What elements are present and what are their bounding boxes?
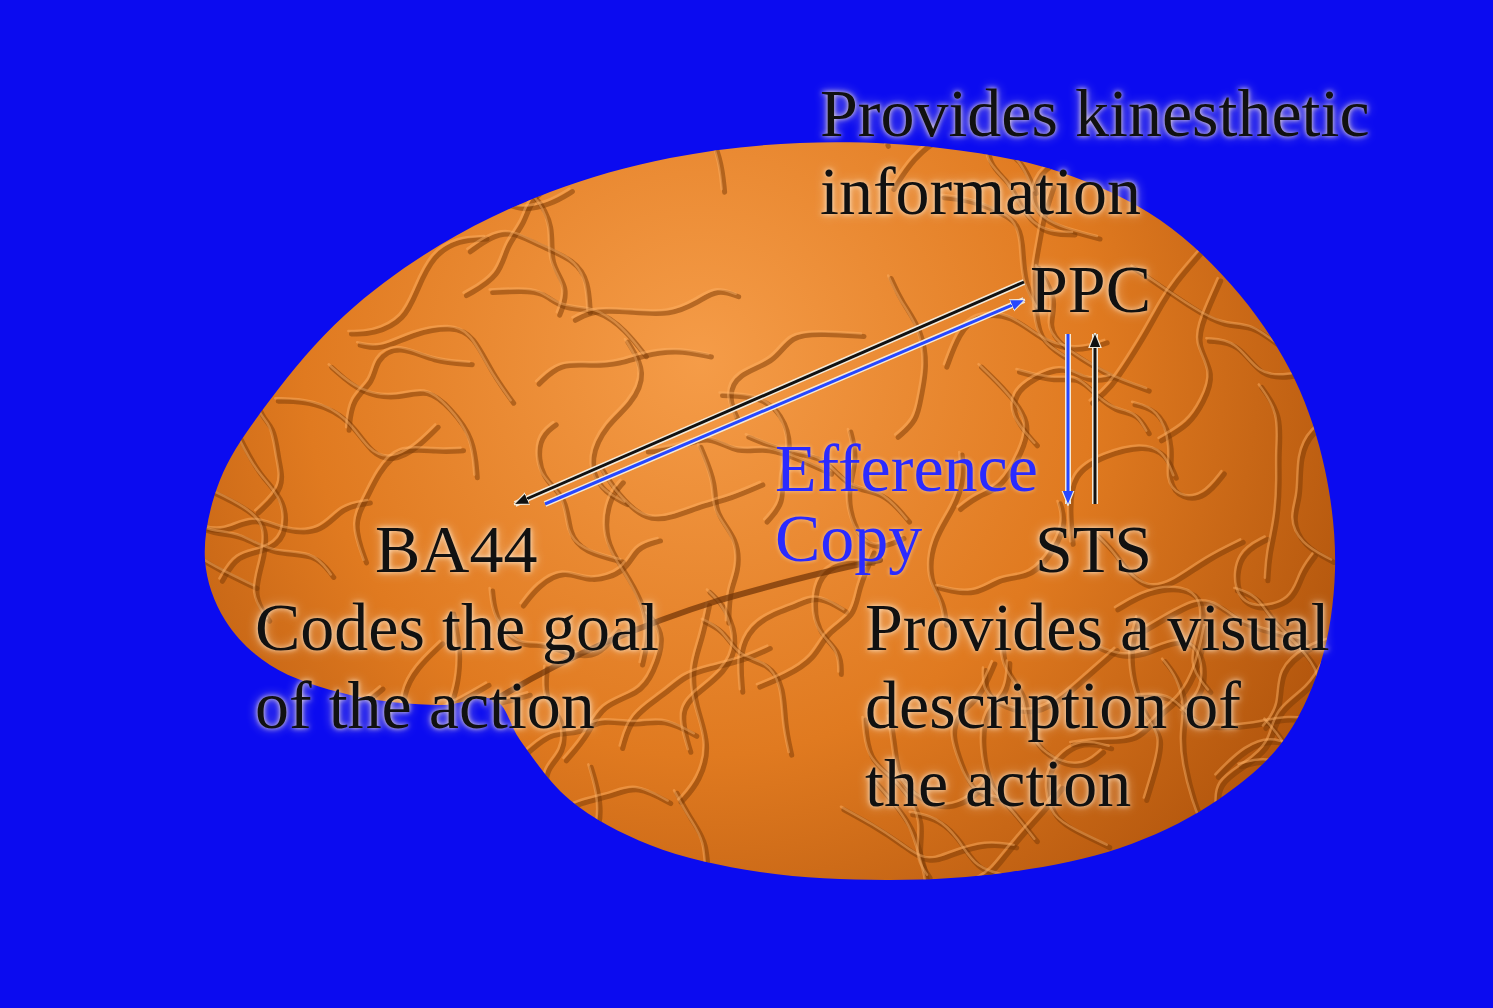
region-name: PPC <box>1030 250 1151 328</box>
region-description: Codes the goal of the action <box>255 588 695 744</box>
gyrus-highlight <box>433 82 565 171</box>
sulcus-line <box>351 239 487 334</box>
gyrus-highlight <box>1335 706 1384 859</box>
gyrus-highlight <box>1159 278 1218 438</box>
sulcus-line <box>357 122 549 164</box>
sulcus-line <box>466 161 592 296</box>
gyrus-highlight <box>336 797 463 900</box>
gyrus-highlight <box>219 437 282 579</box>
gyrus-highlight <box>357 326 511 400</box>
gyrus-highlight <box>1259 384 1277 577</box>
gyrus-highlight <box>678 603 706 800</box>
gyrus-highlight <box>1215 739 1312 852</box>
gyrus-highlight <box>1016 369 1146 431</box>
gyrus-highlight <box>1264 719 1324 872</box>
sulcus-line <box>891 278 925 437</box>
connector-outline <box>1092 334 1098 504</box>
sulcus-line <box>205 153 351 240</box>
sulcus-line <box>711 67 823 192</box>
sulcus-line <box>1267 722 1327 875</box>
gyrus-highlight <box>346 347 469 427</box>
brain-region: STSProvides a visual description of the … <box>865 510 1375 822</box>
gyrus-highlight <box>200 500 367 529</box>
sulcus-line <box>493 291 647 356</box>
gyrus-highlight <box>674 790 777 943</box>
gyrus-highlight <box>1238 759 1387 813</box>
sulcus-line <box>141 216 232 304</box>
gyrus-highlight <box>536 349 708 381</box>
sulcus-line <box>677 793 780 946</box>
gyrus-highlight <box>702 619 789 752</box>
sulcus-line <box>1241 762 1390 816</box>
sulcus-line <box>307 764 446 808</box>
gyrus-highlight <box>334 159 459 221</box>
gyrus-highlight <box>409 161 569 206</box>
gyrus-highlight <box>275 398 435 455</box>
gyrus-highlight <box>698 444 735 620</box>
gyrus-highlight <box>348 236 484 331</box>
connector-label: Efference Copy <box>775 433 1055 573</box>
gyrus-highlight <box>96 376 227 505</box>
gyrus-highlight <box>490 288 644 353</box>
connector-arrow <box>1094 334 1097 504</box>
brain-outline <box>205 142 1335 880</box>
gyrus-highlight <box>813 560 871 672</box>
sulcus-line <box>337 162 462 224</box>
gyrus-highlight <box>537 787 668 888</box>
gyrus-highlight <box>113 484 254 586</box>
gyrus-highlight <box>304 761 443 805</box>
sulcus-line <box>99 379 230 508</box>
sulcus-line <box>602 469 763 519</box>
gyrus-highlight <box>1292 412 1337 560</box>
sulcus-line <box>278 401 438 458</box>
sulcus-line <box>1338 709 1387 862</box>
gyrus-highlight <box>708 64 820 189</box>
gyrus-highlight <box>910 812 1073 891</box>
sulcus-line <box>549 767 600 928</box>
sulcus-line <box>339 800 466 903</box>
region-description: Provides kinesthetic information <box>820 74 1420 230</box>
sulcus-line <box>436 85 568 174</box>
gyrus-highlight <box>138 213 229 301</box>
sulcus-line <box>470 234 590 313</box>
gyrus-highlight <box>738 597 843 690</box>
sulcus-line <box>360 329 514 403</box>
sulcus-line <box>412 164 572 209</box>
gyrus-highlight <box>1310 711 1370 804</box>
connector-arrow <box>1067 334 1070 504</box>
sulcus-line <box>1313 714 1373 807</box>
region-name: STS <box>865 510 1375 588</box>
brain-region: BA44Codes the goal of the action <box>255 510 695 744</box>
brain-region: Provides kinesthetic informationPPC <box>1030 250 1151 328</box>
connector-outline <box>1065 334 1071 504</box>
gyrus-highlight <box>1206 338 1335 420</box>
gyrus-highlight <box>1131 266 1311 359</box>
gyrus-highlight <box>329 364 475 474</box>
sulcus-line <box>1134 269 1314 362</box>
gyrus-highlight <box>255 341 282 510</box>
gyrus-highlight <box>202 150 348 237</box>
gyrus-highlight <box>572 289 735 317</box>
gyrus-highlight <box>467 231 587 310</box>
sulcus-line <box>913 815 1076 894</box>
gyrus-highlight <box>354 119 546 161</box>
region-name: BA44 <box>255 510 695 588</box>
gyrus-highlight <box>463 158 589 293</box>
gyrus-highlight <box>546 764 597 925</box>
region-description: Provides a visual description of the act… <box>865 588 1335 822</box>
gyrus-highlight <box>1132 402 1221 495</box>
sulcus-line <box>540 790 671 891</box>
